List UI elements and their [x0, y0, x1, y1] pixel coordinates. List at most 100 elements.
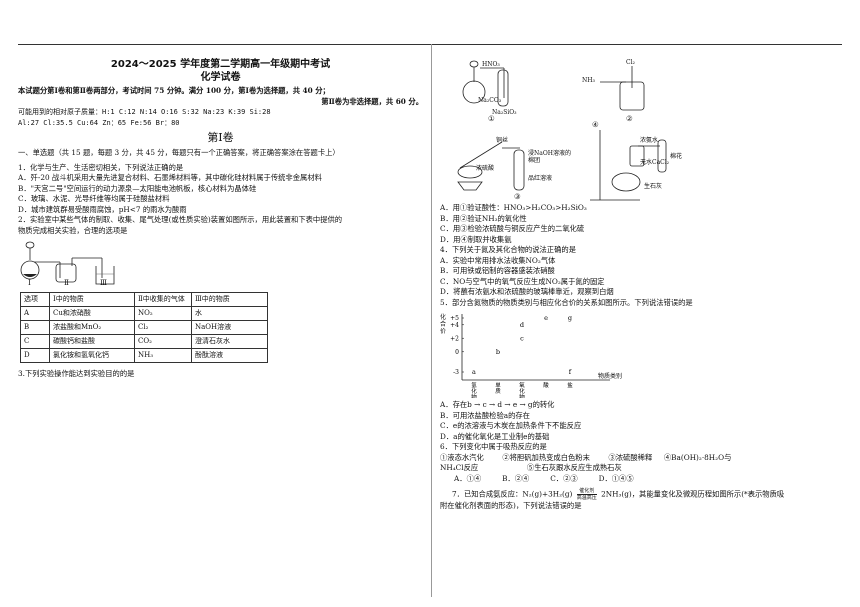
label-n3: ③: [514, 192, 521, 201]
exam-intro-1: 本试题分第Ⅰ卷和第Ⅱ卷两部分，考试时间 75 分钟。满分 100 分，第Ⅰ卷为选…: [18, 86, 330, 95]
label-na2co3: Na₂CO₃: [478, 97, 502, 104]
table-cell: 氯化铵和氢氧化钙: [49, 348, 135, 363]
table-cell: NaOH溶液: [191, 320, 268, 335]
label-n1: ①: [488, 114, 495, 123]
q6-item-4: ④Ba(OH)₂·8H₂O与: [663, 452, 732, 462]
data-point-e: e: [544, 314, 548, 322]
atomic-masses-2: Al:27 Cl:35.5 Cu:64 Zn：65 Fe:56 Br：80: [18, 118, 180, 127]
q7-stem-2: 附在催化剂表面的形态)，下列说法错误的是: [440, 501, 582, 510]
label-cl2: Cl₂: [626, 59, 635, 66]
table-cell: NO₂: [134, 306, 192, 321]
y-tick-label: 0: [455, 349, 459, 356]
label-III: Ⅲ: [100, 278, 108, 287]
q5-option-d: D．a的催化氧化是工业制e的基础: [440, 431, 550, 441]
x-tick-label: 氢: [471, 381, 477, 389]
label-nh3: NH₃: [582, 77, 595, 84]
q2-stem-2: 物质完成相关实验，合理的选项是: [18, 225, 128, 235]
y-tick-label: +5: [450, 315, 459, 322]
exam-title: 2024～2025 学年度第二学期高一年级期中考试: [110, 59, 331, 70]
section-instruction: 一、单选题（共 15 题，每题 3 分，共 45 分，每题只有一个正确答案，将正…: [18, 148, 340, 157]
table-row: A Cu和浓硝酸 NO₂ 水: [20, 306, 268, 321]
column-divider: [431, 44, 432, 597]
table-header: Ⅲ中的物质: [191, 292, 268, 307]
q7-stem-1: 7．已知合成氨反应：N₂(g)+3H₂(g) 催化剂 高温高压 2NH₃(g)，…: [440, 488, 844, 501]
label-II: Ⅱ: [64, 278, 69, 287]
q6-item-2: ②将胆矾加热变成白色粉末: [502, 452, 590, 462]
x-tick-label: 物: [471, 393, 477, 398]
y-axis-label: 化合价: [440, 314, 447, 335]
valence-chart: +5+4+20-3氢化物单质氧化物酸盐 abcdefg: [450, 314, 610, 401]
section-title: 第Ⅰ卷: [207, 131, 234, 144]
label-nongliusuan: 浓硫酸: [476, 165, 495, 172]
label-mianhua: 棉花: [670, 153, 683, 160]
data-point-b: b: [496, 348, 500, 356]
y-tick-label: +4: [450, 322, 459, 329]
table-cell: NH₃: [134, 348, 192, 363]
label-pinhong: 品红溶液: [528, 175, 553, 182]
exam-intro-2: 第Ⅱ卷为非选择题，共 60 分。: [321, 96, 423, 106]
label-n2: ②: [626, 114, 633, 123]
q6-option-b: B．②④: [502, 473, 530, 483]
table-header: Ⅰ中的物质: [49, 292, 135, 307]
q1-option-c: C．玻璃、水泥、光导纤维等均属于硅酸盐材料: [18, 194, 170, 203]
q1-option-b: B．"天宫二号"空间运行的动力源泉—太阳能电池帆板，核心材料为晶体硅: [18, 183, 257, 193]
table-cell: B: [20, 320, 50, 335]
x-tick-label: 酸: [543, 381, 549, 389]
apparatus-drawing: [20, 241, 115, 285]
label-tongsi: 铜丝: [496, 137, 509, 144]
label-naoh-mianhua: 浸NaOH溶液的棉团: [528, 150, 571, 164]
q6-option-d: D．①④⑤: [598, 473, 634, 483]
q5-option-b: B．可用浓盐酸检验a的存在: [440, 410, 530, 420]
table-cell: Cl₂: [134, 320, 192, 335]
table-cell: C: [20, 334, 50, 349]
table-cell: 浓盐酸和MnO₂: [49, 320, 135, 335]
q6-line-2: NH₄Cl反应 ⑤生石灰跟水反应生成熟石灰: [440, 463, 844, 474]
x-tick-label: 盐: [567, 381, 573, 389]
table-header: 选项: [20, 292, 50, 307]
q4-option-c: C．NO与空气中的氧气反应生成NO₂属于氮的固定: [440, 276, 605, 286]
q4-stem: 4．下列关于氮及其化合物的说法正确的是: [440, 245, 576, 254]
table-row: B 浓盐酸和MnO₂ Cl₂ NaOH溶液: [20, 320, 268, 335]
q6-options: A．①④ B．②④ C．②③ D．①④⑤: [440, 474, 844, 485]
y-tick-label: +2: [450, 335, 459, 342]
table-cell: CO₂: [134, 334, 192, 349]
q6-stem: 6．下列变化中属于吸热反应的是: [440, 442, 547, 451]
q6-item-3: ③浓硫酸稀释: [608, 452, 653, 462]
x-tick-label: 氧: [519, 381, 525, 389]
table-cell: Cu和浓硝酸: [49, 306, 135, 321]
q3-stem: 3.下列实验操作能达到实验目的的是: [18, 369, 135, 378]
label-n4: ④: [592, 120, 599, 129]
q6-option-c: C．②③: [550, 473, 578, 483]
table-row: C 碳酸钙和盐酸 CO₂ 澄清石灰水: [20, 334, 268, 349]
x-tick-label: 化: [519, 387, 525, 395]
q5-option-c: C．e的浓溶液与木炭在加热条件下不能反应: [440, 421, 582, 430]
table-header-row: 选项 Ⅰ中的物质 Ⅱ中收集的气体 Ⅲ中的物质: [20, 292, 268, 307]
q6-option-a: A．①④: [454, 473, 482, 483]
q2-apparatus-figure: Ⅰ Ⅱ Ⅲ: [18, 240, 423, 288]
label-shengshihui: 生石灰: [644, 183, 663, 190]
q5-stem: 5．部分含氮物质的物质类别与相应化合价的关系如图所示。下列说法错误的是: [440, 297, 693, 307]
x-tick-label: 单: [495, 381, 501, 389]
left-column: 2024～2025 学年度第二学期高一年级期中考试 化学试卷 本试题分第Ⅰ卷和第…: [18, 58, 423, 380]
label-hno3: HNO₃: [482, 61, 500, 68]
table-cell: D: [20, 348, 50, 363]
table-header: Ⅱ中收集的气体: [134, 292, 192, 307]
q6-item-4b: NH₄Cl反应: [440, 463, 479, 472]
q6-item-5: ⑤生石灰跟水反应生成熟石灰: [526, 463, 622, 472]
x-axis-label: 物质类别: [598, 373, 623, 380]
q3-option-a: A．用①验证酸性：HNO₃>H₂CO₃>H₂SiO₃: [440, 203, 587, 212]
q6-item-1: ①液态水汽化: [440, 452, 484, 462]
right-column: HNO₃ Na₂CO₃ Na₂SiO₃ ① NH₃ Cl₂ ② 铜丝 浓硫酸 浸…: [440, 58, 844, 512]
table-row: D 氯化铵和氢氧化钙 NH₃ 酚酞溶液: [20, 348, 268, 363]
q2-table: 选项 Ⅰ中的物质 Ⅱ中收集的气体 Ⅲ中的物质 A Cu和浓硝酸 NO₂ 水 B …: [20, 292, 268, 363]
arrow-condition-top: 催化剂: [576, 488, 597, 495]
q3-apparatus-drawing: [457, 60, 667, 201]
reaction-arrow: 催化剂 高温高压: [576, 488, 597, 501]
table-cell: 澄清石灰水: [191, 334, 268, 349]
q4-option-d: D．将蘸有浓氨水和浓硫酸的玻璃棒靠近，观察到白烟: [440, 287, 614, 296]
q3-option-c: C．用③检验浓硫酸与铜反应产生的二氧化硫: [440, 224, 585, 233]
x-tick-label: 质: [495, 387, 501, 395]
q6-line-1: ①液态水汽化 ②将胆矾加热变成白色粉末 ③浓硫酸稀释 ④Ba(OH)₂·8H₂O…: [440, 453, 844, 464]
q1-option-d: D．城市建筑群易受酸雨腐蚀，pH<7 的雨水为酸雨: [18, 204, 187, 214]
